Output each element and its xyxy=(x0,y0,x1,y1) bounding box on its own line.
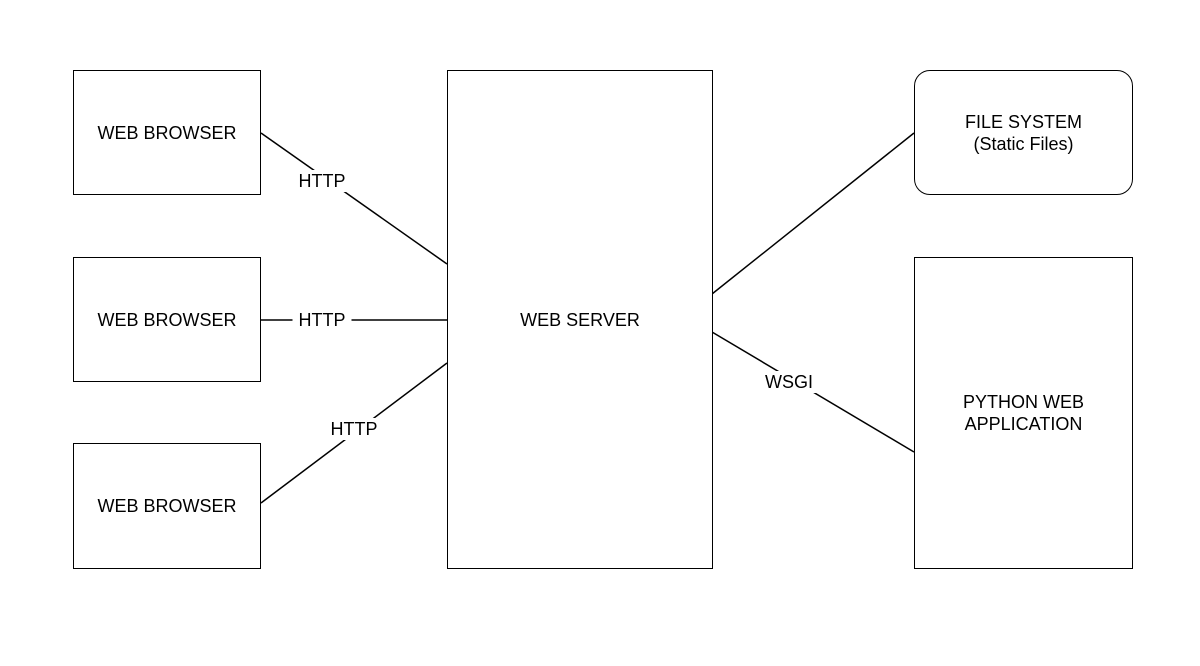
http-label-2: HTTP xyxy=(292,309,352,331)
file-system-label: FILE SYSTEM (Static Files) xyxy=(964,111,1083,154)
http-label-1: HTTP xyxy=(292,170,352,192)
web-browser-label-3: WEB BROWSER xyxy=(97,496,237,516)
web-server-label: WEB SERVER xyxy=(520,309,640,330)
python-web-application-box: PYTHON WEB APPLICATION xyxy=(914,257,1133,569)
python-web-application-label: PYTHON WEB APPLICATION xyxy=(962,392,1084,434)
wsgi-label: WSGI xyxy=(759,371,819,393)
edge-web-server-to-file-system xyxy=(711,132,915,295)
web-browser-box-3: WEB BROWSER xyxy=(73,443,261,569)
file-system-box: FILE SYSTEM (Static Files) xyxy=(914,70,1133,195)
web-browser-box-2: WEB BROWSER xyxy=(73,257,261,382)
web-browser-label-1: WEB BROWSER xyxy=(97,122,237,143)
web-browser-box-1: WEB BROWSER xyxy=(73,70,261,195)
edge-browser-1-to-web-server xyxy=(260,132,448,265)
http-label-3: HTTP xyxy=(324,418,384,440)
web-browser-label-2: WEB BROWSER xyxy=(97,309,237,330)
web-server-box: WEB SERVER xyxy=(447,70,713,569)
